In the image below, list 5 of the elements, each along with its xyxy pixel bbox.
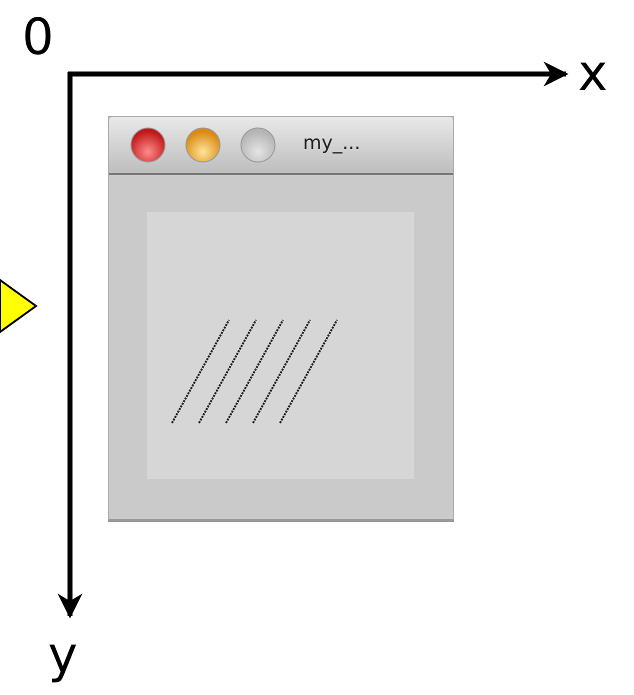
axis-label: 0 bbox=[22, 12, 54, 62]
app-window bbox=[108, 116, 454, 522]
axis-label: x bbox=[578, 48, 608, 98]
axis-label: y bbox=[48, 630, 78, 680]
window-title: my_... bbox=[303, 132, 360, 154]
